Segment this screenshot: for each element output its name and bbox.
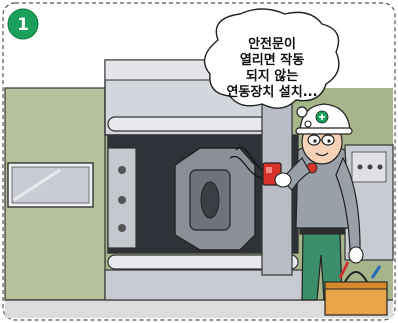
bubble-line-2: 열리면 작동 xyxy=(240,52,304,68)
bubble-line-1: 안전문이 xyxy=(248,36,296,52)
step-badge-icon: 1 xyxy=(7,8,39,40)
toolbox-icon xyxy=(324,261,388,316)
window xyxy=(7,162,94,208)
speech-bubble: 안전문이 열리면 작동 되지 않는 연동장치 설치... xyxy=(203,8,340,128)
bubble-line-3: 되지 않는 xyxy=(246,68,298,84)
step-number: 1 xyxy=(17,15,29,35)
worker xyxy=(274,103,364,301)
helmet-icon xyxy=(295,103,353,135)
bubble-line-4: 연동장치 설치... xyxy=(226,84,317,100)
